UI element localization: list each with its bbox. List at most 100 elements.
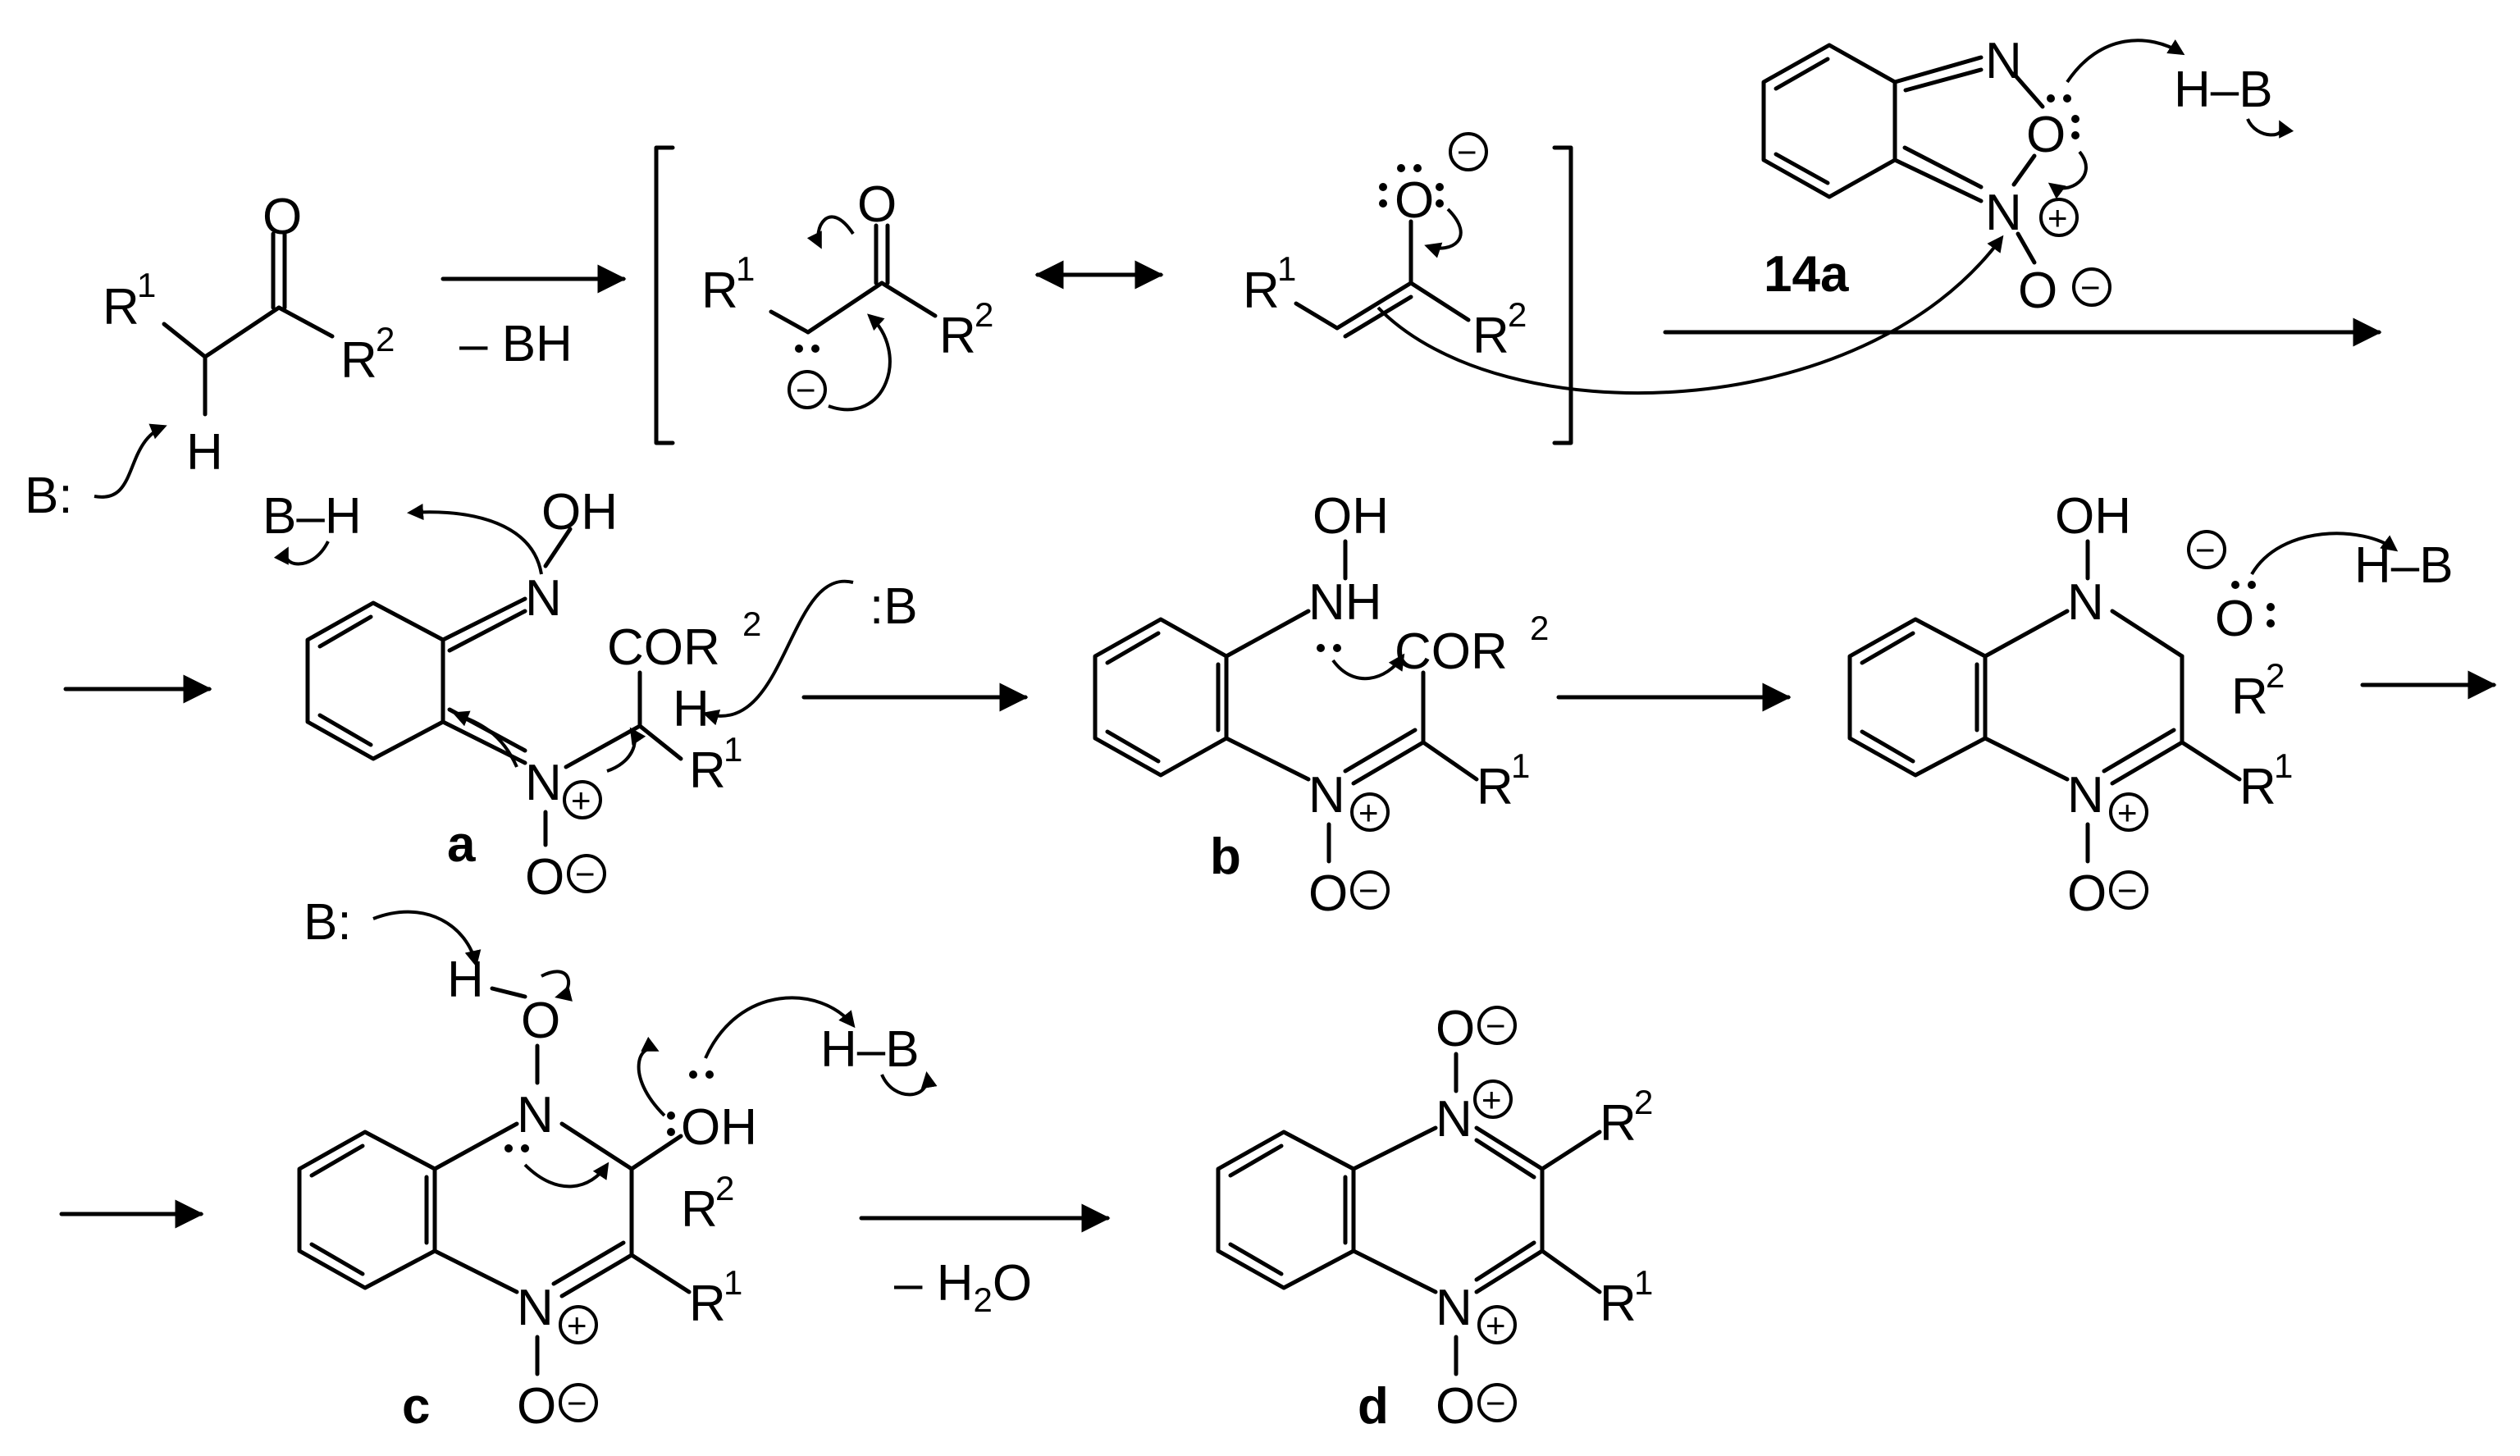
atom-R: R [1600,1095,1637,1152]
charge-minus: − [1457,133,1477,171]
charge-minus: − [796,371,816,409]
atom-O: O [2067,865,2107,922]
atom-H: H [447,952,484,1008]
atom-N: N [2067,574,2104,631]
atom-N: N [2067,767,2104,824]
sup-2: 2 [1508,295,1527,334]
sup-1: 1 [137,266,156,304]
atom-NH: NH [1308,574,1382,631]
charge-plus: + [567,1306,587,1344]
resonance-brackets [654,145,1573,445]
reagent-14a: N O N + O − 14a H–B [1761,33,2294,319]
label-b: b [1210,828,1241,885]
carbanion-form: O R 1 R 2 − [701,176,993,412]
base-B: :B [870,578,918,635]
charge-minus: − [2117,871,2138,910]
atom-COR: COR [607,619,720,676]
atom-O: O [525,849,564,906]
sup-2: 2 [742,605,761,643]
atom-N: N [517,1087,554,1143]
sup-2: 2 [1634,1083,1653,1121]
atom-R: R [1243,262,1280,319]
atom-N: N [1985,185,2022,241]
base-B: B: [25,468,73,524]
sup-1: 1 [1634,1263,1653,1302]
acid-HB: H–B [2174,62,2273,118]
byproduct-water: – H2O [894,1255,1032,1319]
reagent-label-14a: 14a [1764,246,1849,303]
product-d: N + O − R 2 R 1 N + O − d [1216,1001,1653,1435]
atom-BH: B–H [262,488,362,545]
atom-R: R [689,1276,726,1332]
charge-minus: − [575,855,596,893]
atom-R: R [689,742,726,799]
atom-N: N [525,755,562,811]
sup-2: 2 [1530,609,1549,647]
atom-R: R [103,279,139,335]
sup-1: 1 [736,249,755,288]
atom-R: R [1477,759,1513,815]
atom-R: R [340,332,377,389]
charge-plus: + [1358,793,1379,832]
charge-minus: − [1486,1384,1506,1422]
sup-2: 2 [975,295,993,334]
sup-1: 1 [724,1263,742,1302]
atom-R: R [2239,759,2276,815]
atom-O: O [1395,172,1434,229]
charge-minus: − [1486,1006,1506,1045]
atom-O: O [262,189,302,245]
charge-plus: + [1486,1306,1506,1344]
atom-O: O [521,993,560,1049]
charge-minus: − [2195,531,2216,569]
atom-N: N [1308,767,1345,824]
charge-plus: + [571,781,591,819]
atom-N: N [1436,1091,1472,1148]
sup-1: 1 [2274,746,2293,785]
atom-R: R [681,1181,718,1238]
atom-N: N [525,570,562,627]
charge-minus: − [567,1384,587,1422]
enolate-form: O − R 1 R 2 [1243,132,2004,395]
atom-O: O [857,176,897,233]
atom-O: O [1436,1378,1475,1435]
sup-1: 1 [724,730,742,769]
intermediate-a: N OH N + O − COR 2 H R 1 B–H :B a [262,484,918,906]
atom-O: O [2026,107,2066,163]
sup-2: 2 [715,1169,734,1207]
sup-1: 1 [1277,249,1296,288]
atom-R: R [939,308,976,364]
atom-R: R [701,262,738,319]
ketone-structure: O R 1 R 2 H B: [25,189,395,524]
charge-plus: + [1481,1080,1502,1119]
atom-O: O [1436,1001,1475,1057]
atom-COR: COR [1395,623,1508,680]
sup-2: 2 [2266,656,2285,695]
reaction-arrow-8: – H2O [859,1203,1111,1319]
acid-HB: H–B [2354,537,2454,594]
tetrahedral-intermediate: N OH N + O − R 1 R 2 O − H–B [1847,488,2454,922]
charge-plus: + [2117,793,2138,832]
atom-N: N [1985,33,2022,89]
atom-R: R [1600,1276,1637,1332]
base-B: B: [304,894,352,951]
sup-2: 2 [376,320,395,358]
atom-O: O [2018,262,2057,319]
intermediate-c: N O H N + O − OH R 1 R 2 B: H–B [297,894,938,1435]
atom-OH: OH [541,484,618,541]
label-c: c [402,1378,430,1435]
byproduct-BH: – BH [459,316,573,372]
acid-HB: H–B [820,1021,920,1078]
atom-R: R [2231,669,2268,725]
atom-H: H [673,681,710,737]
atom-O: O [517,1378,556,1435]
atom-R: R [1472,308,1509,364]
label-d: d [1358,1378,1389,1435]
atom-O: O [1308,865,1348,922]
atom-OH: OH [2055,488,2131,545]
label-a: a [447,816,476,873]
charge-plus: + [2048,199,2068,237]
atom-N: N [1436,1280,1472,1336]
intermediate-b: NH OH N + O − COR 2 R 1 b [1093,488,1549,922]
reaction-arrow-1: – BH [441,264,627,372]
